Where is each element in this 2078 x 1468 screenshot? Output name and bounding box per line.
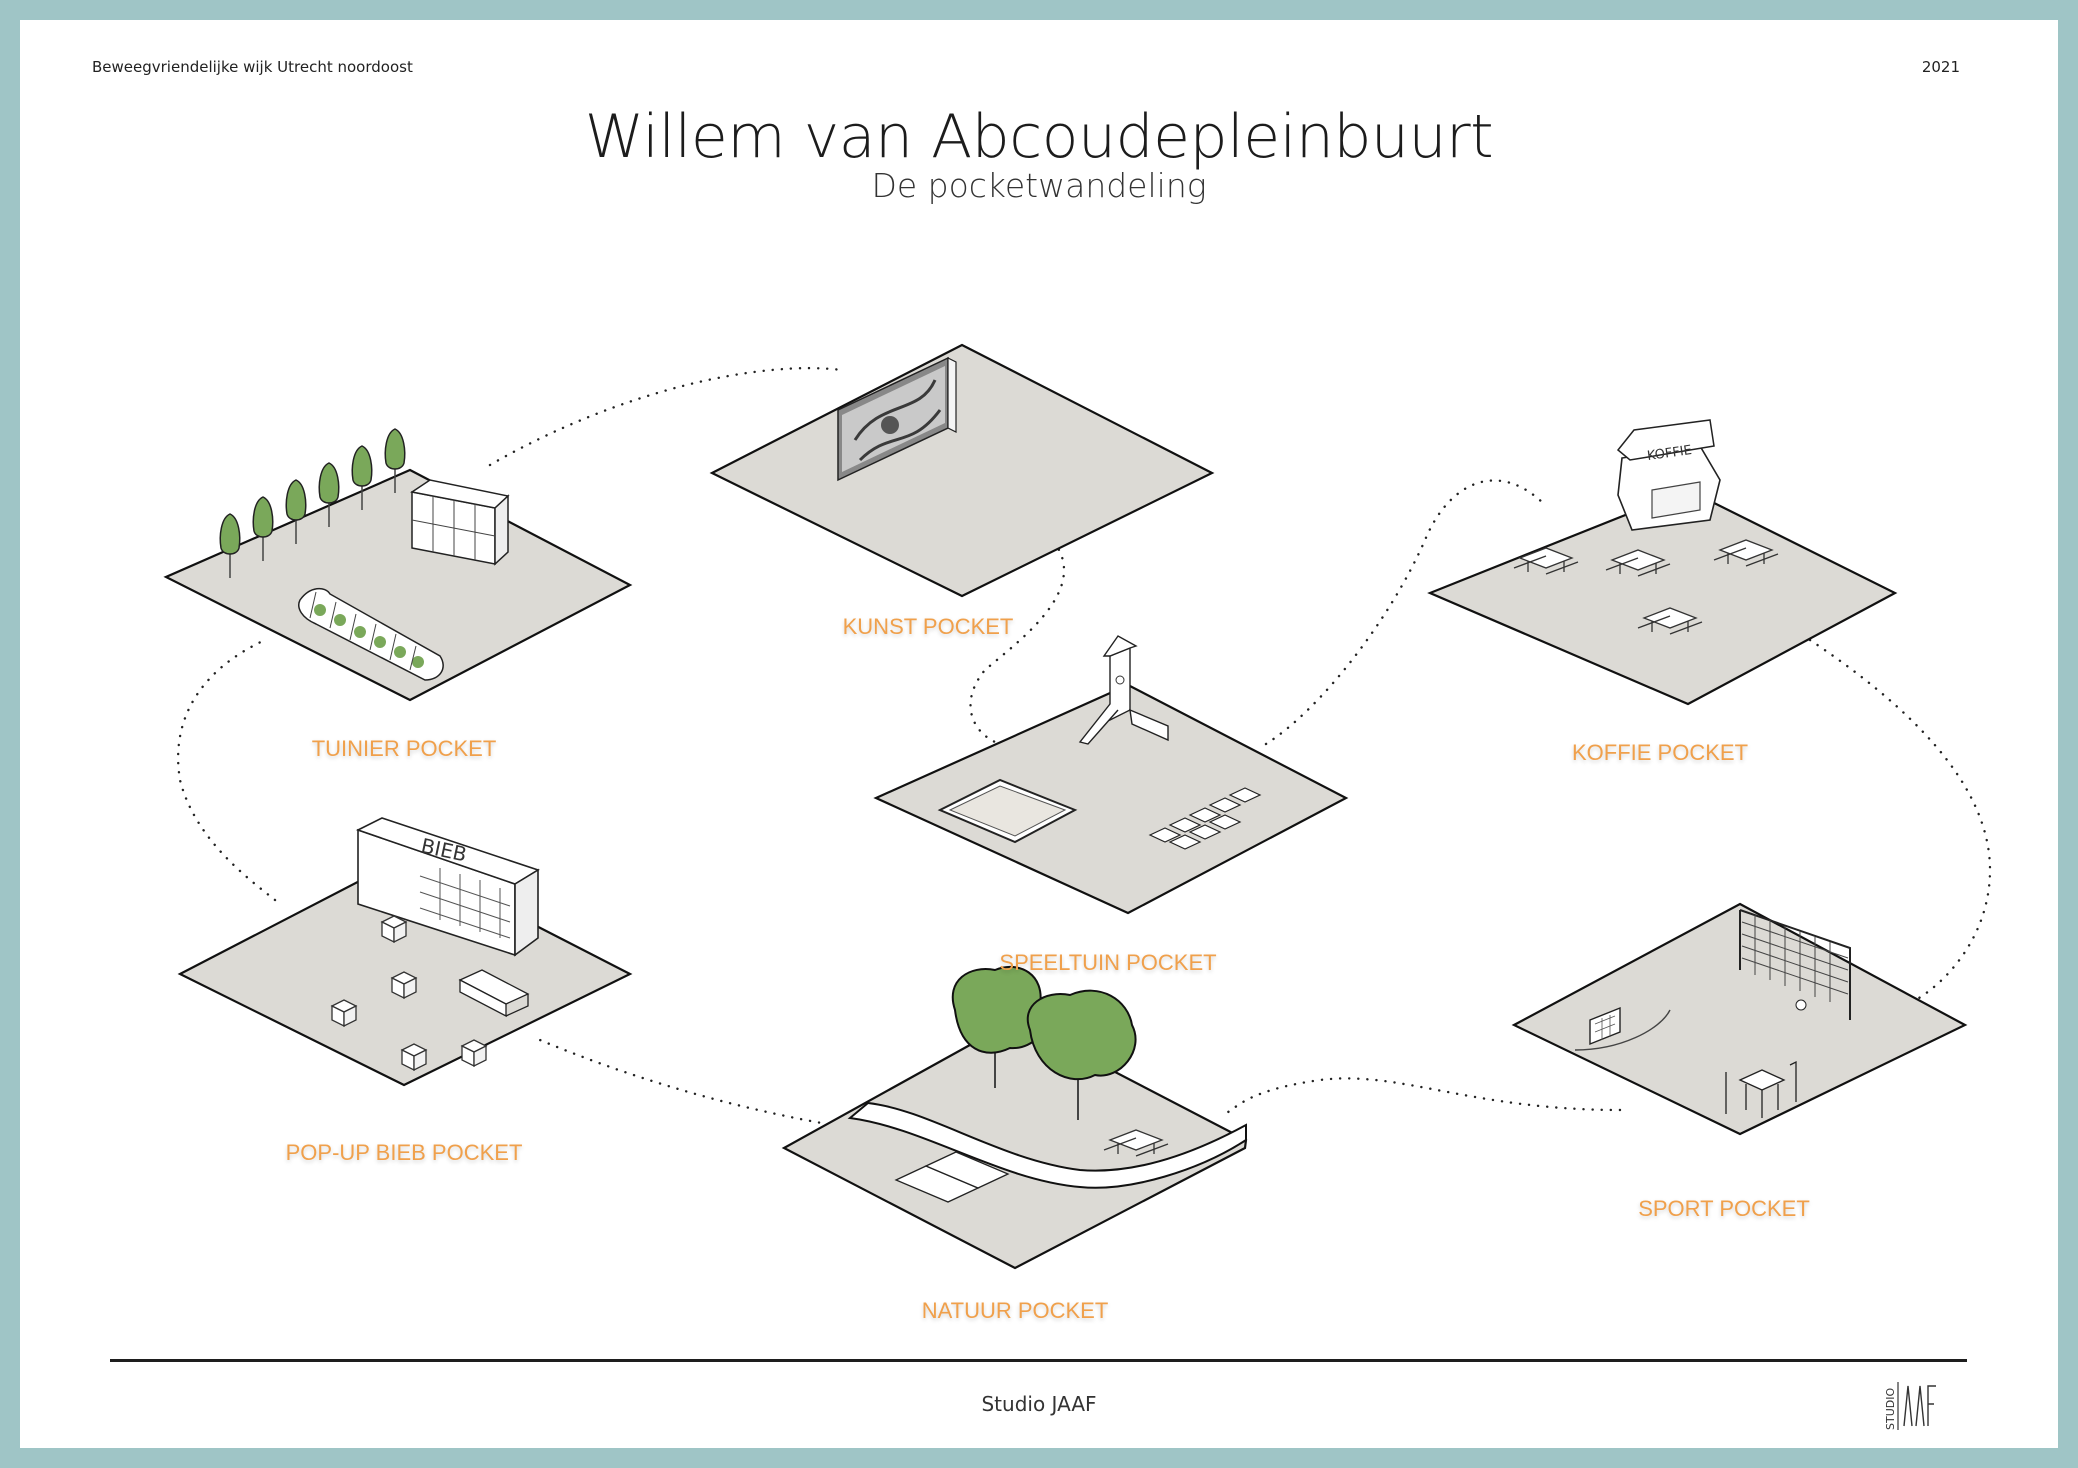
page-title: Willem van Abcoudepleinbuurt	[584, 102, 1494, 172]
coffee-kiosk-icon: KOFFIE	[1616, 419, 1721, 531]
natuur-pocket	[781, 965, 1248, 1270]
fence-net-icon	[1739, 909, 1851, 1020]
kiosk-sign: KOFFIE	[1646, 443, 1693, 464]
large-tree-icon	[951, 965, 1137, 1120]
bieb-pocket: BIEB	[177, 817, 633, 1087]
bieb-pocket-label: POP-UP BIEB POCKET	[285, 1140, 523, 1165]
seat-cube-icon	[401, 1043, 427, 1071]
koffie-pocket-label: KOFFIE POCKET	[1571, 740, 1749, 765]
walking-route	[176, 367, 1992, 1137]
speeltuin-pocket-label: SPEELTUIN POCKET	[999, 950, 1217, 975]
ball-icon	[1795, 999, 1807, 1011]
footer-rule	[110, 1359, 1967, 1362]
project-name: Beweegvriendelijke wijk Utrecht noordoos…	[92, 58, 413, 76]
kunst-pocket-label: KUNST POCKET	[842, 614, 1014, 639]
speeltuin-pocket	[873, 635, 1349, 915]
sandbox-icon	[937, 778, 1078, 844]
playground-tower-icon	[1078, 635, 1169, 745]
natuur-pocket-label: NATUUR POCKET	[921, 1298, 1109, 1323]
hopscotch-icon	[1148, 787, 1262, 850]
year: 2021	[1921, 58, 1960, 76]
seat-cube-icon	[391, 971, 417, 999]
seat-cube-icon	[331, 999, 357, 1027]
kunst-pocket	[709, 343, 1215, 598]
tuinier-pocket	[163, 428, 633, 702]
long-bench-icon	[458, 969, 530, 1018]
tuinier-pocket-label: TUINIER POCKET	[311, 736, 497, 761]
sport-pocket-label: SPORT POCKET	[1638, 1196, 1810, 1221]
footer-studio: Studio JAAF	[981, 1392, 1097, 1416]
koffie-pocket: KOFFIE	[1427, 419, 1898, 706]
poster-sheet: Beweegvriendelijke wijk Utrecht noordoos…	[20, 20, 2058, 1448]
greenhouse-icon	[410, 479, 510, 566]
footpath	[847, 1101, 1247, 1189]
lounge-pad-icon	[894, 1151, 1010, 1203]
studio-jaaf-logo: STUDIO	[1884, 1382, 1936, 1430]
pocket-map: KOFFIE	[163, 343, 1992, 1270]
seat-cube-icon	[381, 915, 407, 943]
bookcase-pavilion-icon: BIEB	[355, 817, 540, 957]
tunnel-greenhouse-icon	[298, 587, 444, 681]
goal-icon	[1574, 1006, 1671, 1051]
chess-table-icon	[1725, 1060, 1797, 1118]
mural-wall-icon	[837, 356, 957, 482]
page-subtitle: De pocketwandeling	[871, 166, 1207, 205]
seat-cube-icon	[461, 1039, 487, 1067]
svg-text:STUDIO: STUDIO	[1884, 1388, 1897, 1430]
sport-pocket	[1511, 902, 1968, 1136]
